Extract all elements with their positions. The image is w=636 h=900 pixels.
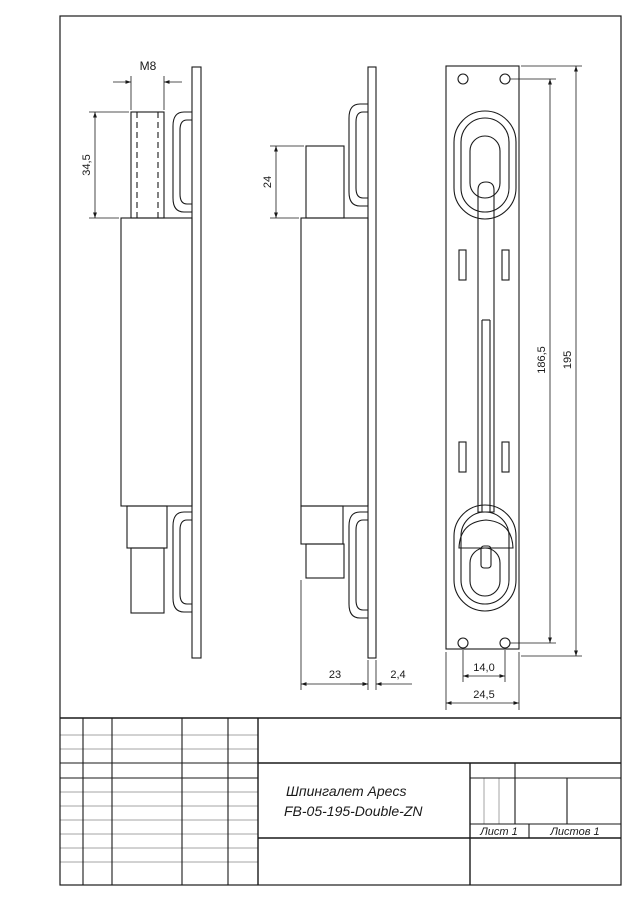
plate-view <box>445 65 520 650</box>
front-view <box>120 66 202 659</box>
front-mounting-plate <box>191 66 202 659</box>
dim-bolt-upper-side: 24 <box>262 176 274 188</box>
drawing-title-line1: Шпингалет Apecs <box>286 783 406 799</box>
side-upper-bracket <box>348 103 368 207</box>
screw-hole-bottom-left <box>457 637 469 649</box>
dim-plate-thickness: 2,4 <box>390 669 405 681</box>
dimension-labels: M8 34,5 24 23 2,4 14,0 24,5 186,5 195 <box>81 59 574 701</box>
dim-hole-spacing-height: 186,5 <box>536 346 548 374</box>
title-block <box>60 717 621 885</box>
side-lower-bracket <box>348 511 368 619</box>
dim-thread: M8 <box>140 59 157 73</box>
plate-slot-lower-right <box>501 441 510 473</box>
dim-overall-height: 195 <box>562 351 574 369</box>
dim-bolt-upper-front: 34,5 <box>81 154 93 175</box>
sheet-number-label: Лист 1 <box>479 826 518 838</box>
screw-hole-bottom-right <box>499 637 511 649</box>
front-lower-bracket <box>172 511 192 613</box>
bolt-lever-knob <box>458 519 514 549</box>
upper-guide-outer <box>453 110 517 220</box>
dim-hole-spacing-width: 14,0 <box>473 662 494 674</box>
front-lower-bolt <box>126 505 168 549</box>
drawing-title-line2: FB-05-195-Double-ZN <box>284 803 423 819</box>
side-view <box>300 66 377 659</box>
screw-hole-top-left <box>457 73 469 85</box>
bolt-lever-rod <box>477 181 495 513</box>
dimension-lines <box>89 65 582 710</box>
lower-guide-outer <box>453 504 517 612</box>
plate-slot-upper-right <box>501 249 510 281</box>
title-block-text: Шпингалет Apecs FB-05-195-Double-ZN Лист… <box>284 783 600 838</box>
side-lower-bolt <box>300 505 344 545</box>
sheet-count-label: Листов 1 <box>549 826 599 838</box>
screw-hole-top-right <box>499 73 511 85</box>
drawing-frame <box>59 15 622 886</box>
side-upper-bolt <box>305 145 345 219</box>
upper-guide-slot <box>469 135 501 199</box>
dim-body-depth: 23 <box>329 669 341 681</box>
plate-slot-upper-left <box>458 249 467 281</box>
front-upper-bracket <box>172 111 192 213</box>
front-upper-bolt <box>130 111 165 219</box>
side-bolt-body <box>300 217 369 507</box>
lower-guide-slot <box>469 547 501 597</box>
front-bolt-body <box>120 217 193 507</box>
side-mounting-plate <box>367 66 377 659</box>
plate-slot-lower-left <box>458 441 467 473</box>
plate-outline <box>445 65 520 650</box>
dim-plate-width: 24,5 <box>473 689 494 701</box>
